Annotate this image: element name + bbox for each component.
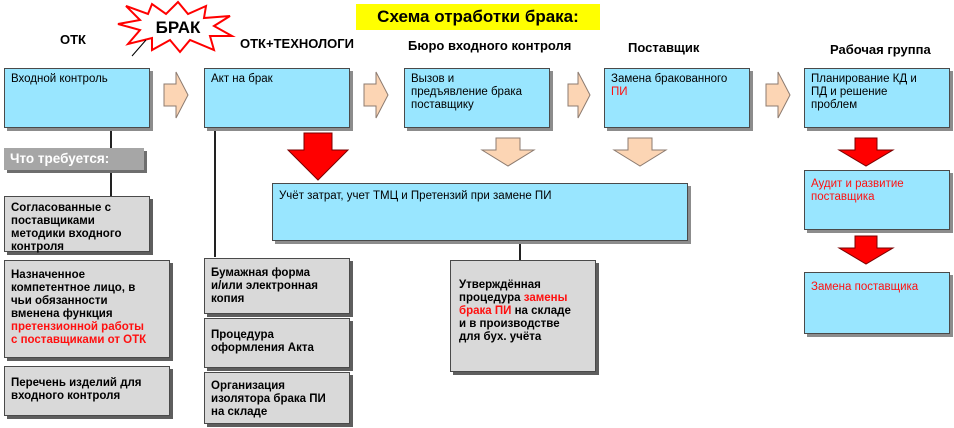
plan-line: Планирование КД и	[811, 73, 917, 85]
right-arrow-icon	[363, 71, 389, 119]
red-down-arrow-icon	[837, 235, 895, 265]
req-line: чьи обязанности	[11, 295, 108, 307]
down-arrow-icon	[480, 137, 536, 167]
req-line: методики входного	[11, 228, 122, 240]
req-defect-isolator: Организация изолятора брака ПИ на складе	[204, 372, 350, 424]
req-line: компетентное лицо, в	[11, 282, 136, 294]
req-paper-form: Бумажная форма и/или электронная копия	[204, 258, 350, 314]
req-red-line: с поставщиками от ОТК	[11, 334, 147, 346]
red-down-arrow-icon	[286, 132, 350, 181]
req-line: и/или электронная	[211, 280, 318, 292]
req-line: копия	[211, 293, 245, 305]
right-arrow-icon	[567, 71, 591, 119]
box-supplier-call: Вызов и предъявление брака поставщику	[404, 68, 550, 128]
req-red-line: замены	[523, 292, 568, 304]
box-cost-accounting: Учёт затрат, учет ТМЦ и Претензий при за…	[272, 183, 688, 241]
req-red-line: брака ПИ	[459, 305, 512, 317]
req-red-line: претензионной работы	[11, 321, 144, 333]
box-replace-defective: Замена бракованного ПИ	[604, 68, 750, 128]
call-line: Вызов и	[411, 73, 455, 85]
connector-act	[214, 127, 216, 257]
requirements-heading: Что требуется:	[4, 148, 144, 170]
req-line: оформления Акта	[211, 342, 314, 354]
audit-line: поставщика	[811, 191, 875, 203]
req-line: вменена функция	[11, 308, 113, 320]
req-line: Согласованные с	[11, 202, 111, 214]
audit-line: Аудит и развитие	[811, 178, 904, 190]
brak-label: БРАК	[156, 18, 201, 37]
req-line: Утверждённая	[459, 279, 541, 291]
plan-line: проблем	[811, 99, 858, 111]
req-responsible-person: Назначенное компетентное лицо, в чьи обя…	[4, 260, 170, 358]
req-line: Бумажная форма	[211, 267, 311, 279]
costs-label: Учёт затрат, учет ТМЦ и Претензий при за…	[279, 190, 552, 202]
req-approved-procedure: Утверждённая процедура замены брака ПИ н…	[450, 260, 596, 372]
red-down-arrow-icon	[837, 137, 895, 167]
req-line: процедура	[459, 292, 521, 304]
req-line: Процедура	[211, 329, 274, 341]
req-line: на складе	[514, 305, 571, 317]
call-line: предъявление брака	[411, 86, 523, 98]
box-incoming-label: Входной контроль	[11, 73, 108, 85]
req-product-list: Перечень изделий для входного контроля	[4, 366, 170, 416]
req-line: поставщиками	[11, 215, 95, 227]
plan-line: ПД и решение	[811, 86, 888, 98]
right-arrow-icon	[765, 71, 791, 119]
down-arrow-icon	[612, 137, 668, 167]
box-incoming-control: Входной контроль	[4, 68, 150, 128]
replace-line: Замена бракованного	[611, 73, 728, 85]
column-supplier: Поставщик	[628, 40, 700, 55]
req-line: на складе	[211, 406, 268, 418]
req-line: Назначенное	[11, 269, 85, 281]
req-line: Организация	[211, 380, 285, 392]
column-otk: ОТК	[60, 32, 86, 47]
box-supplier-replacement: Замена поставщика	[804, 272, 950, 334]
column-workgroup: Рабочая группа	[830, 42, 931, 57]
supplier-replace-label: Замена поставщика	[811, 281, 919, 293]
req-line: для бух. учёта	[459, 331, 542, 343]
req-line: входного контроля	[11, 390, 121, 402]
box-defect-act: Акт на брак	[204, 68, 350, 128]
box-act-label: Акт на брак	[211, 73, 273, 85]
req-line: и в производстве	[459, 318, 560, 330]
connector-procedure	[519, 241, 521, 261]
req-line: изолятора брака ПИ	[211, 393, 326, 405]
column-otk-tech: ОТК+ТЕХНОЛОГИ	[240, 36, 354, 51]
req-agreed-methods: Согласованные с поставщиками методики вх…	[4, 196, 150, 253]
box-supplier-audit: Аудит и развитие поставщика	[804, 170, 950, 230]
req-line: контроля	[11, 241, 64, 253]
replace-red-text: ПИ	[611, 86, 628, 98]
brak-burst-icon: БРАК	[117, 0, 236, 57]
right-arrow-icon	[163, 71, 189, 119]
box-planning: Планирование КД и ПД и решение проблем	[804, 68, 950, 128]
diagram-title: Схема отработки брака:	[356, 4, 600, 30]
column-bureau: Бюро входного контроля	[408, 38, 572, 53]
call-line: поставщику	[411, 99, 474, 111]
req-line: Перечень изделий для	[11, 377, 142, 389]
req-act-procedure: Процедура оформления Акта	[204, 318, 350, 368]
